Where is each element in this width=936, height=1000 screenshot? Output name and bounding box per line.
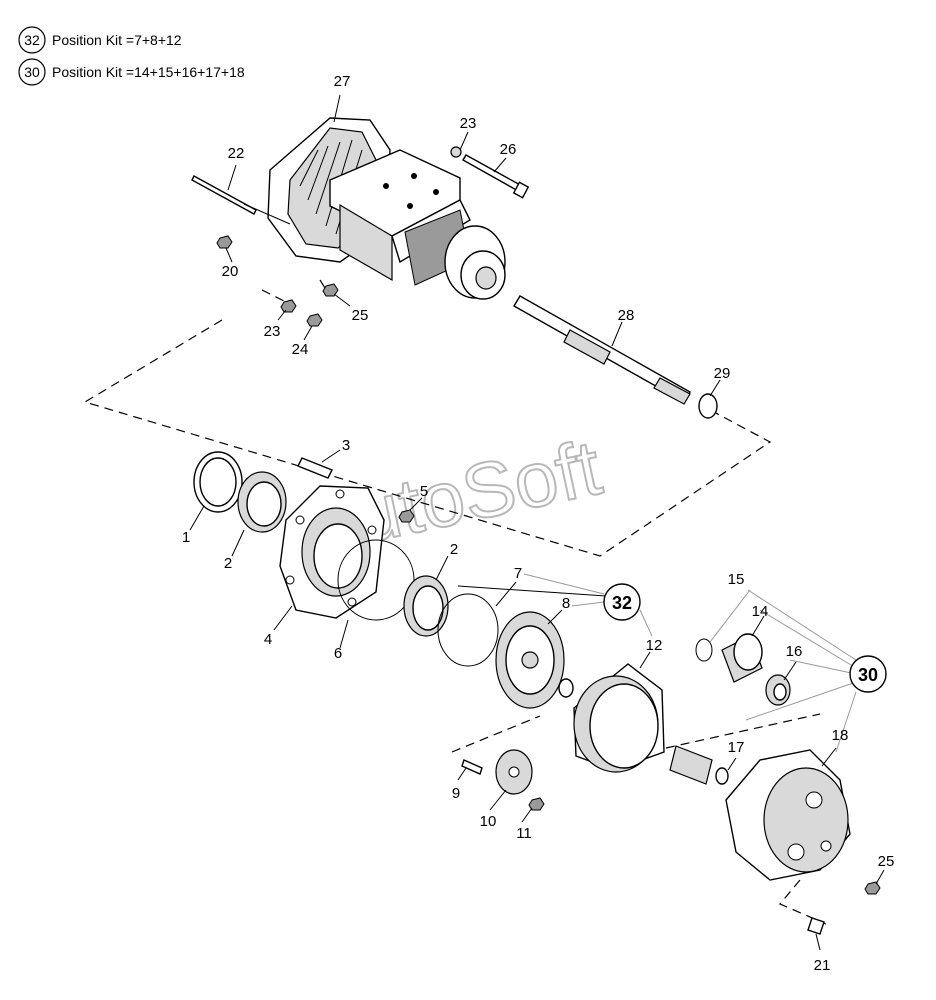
hub-cover-part-18 — [725, 749, 851, 881]
callout-7: 7 — [514, 565, 522, 582]
legend: 32 Position Kit =7+8+12 30 Position Kit … — [18, 26, 245, 86]
callout-12: 12 — [646, 637, 663, 654]
kit-badge-30-label: 30 — [858, 665, 878, 685]
bearing-part-2-right — [403, 575, 449, 637]
nut-part-25-upper — [322, 283, 339, 297]
sun-gear-part-14 — [721, 633, 763, 683]
gear-part-16 — [765, 674, 791, 706]
callout-3: 3 — [342, 437, 350, 454]
legend-badge-32: 32 — [24, 32, 40, 48]
legend-item-kit-30: 30 Position Kit =14+15+16+17+18 — [18, 58, 245, 86]
legend-item-kit-32: 32 Position Kit =7+8+12 — [18, 26, 182, 54]
assembly-dash-bolts — [261, 279, 331, 305]
callout-25-upper: 25 — [352, 307, 369, 324]
washer-part-23-upper — [450, 146, 462, 158]
callout-9: 9 — [452, 785, 460, 802]
stud-part-22 — [191, 175, 291, 225]
lock-plate-part-10 — [495, 749, 533, 795]
callout-10: 10 — [480, 813, 497, 830]
callout-23-lower: 23 — [264, 323, 281, 340]
kit-badge-32-label: 32 — [612, 593, 632, 613]
callout-16: 16 — [786, 643, 803, 660]
callout-20: 20 — [222, 263, 239, 280]
washer-near-part-8 — [558, 678, 574, 698]
callout-numbers: 27 22 23 26 20 23 24 25 28 29 3 5 1 2 4 … — [182, 73, 895, 974]
callout-6: 6 — [334, 645, 342, 662]
bolt-part-9 — [461, 759, 483, 775]
snap-ring-part-29 — [698, 393, 718, 419]
callout-26: 26 — [500, 141, 517, 158]
kit-32-badge — [18, 26, 46, 54]
input-shaft-gear — [669, 745, 713, 785]
callout-2-right: 2 — [450, 541, 458, 558]
wheel-hub-part-4 — [279, 485, 385, 619]
callout-11: 11 — [516, 825, 532, 842]
callout-5: 5 — [420, 483, 428, 500]
washer-part-23-lower — [280, 299, 297, 313]
callout-15: 15 — [728, 571, 745, 588]
leader-lines — [189, 94, 885, 951]
callout-4: 4 — [264, 631, 272, 648]
nut-part-25-lower — [864, 881, 881, 895]
callout-18: 18 — [832, 727, 849, 744]
legend-badge-30: 30 — [24, 64, 40, 80]
callout-17: 17 — [728, 739, 745, 756]
assembly-dash-upper — [83, 319, 772, 557]
callout-1: 1 — [182, 529, 190, 546]
axle-shaft-part-28 — [513, 295, 691, 405]
callout-14: 14 — [752, 603, 769, 620]
bolt-part-26 — [462, 154, 523, 194]
nut-part-11 — [528, 797, 545, 811]
legend-text-32: Position Kit =7+8+12 — [52, 32, 182, 48]
callout-21: 21 — [814, 957, 831, 974]
kit-30-badge — [18, 58, 46, 86]
callout-25-lower: 25 — [878, 853, 895, 870]
snap-ring-part-15 — [695, 638, 713, 662]
planet-carrier-part-8 — [495, 611, 565, 709]
kit-badge-30: 30 — [849, 655, 887, 693]
callout-27: 27 — [334, 73, 351, 90]
callout-2-left: 2 — [224, 555, 232, 572]
axle-housing-part-27 — [267, 117, 506, 300]
bearing-part-2-left — [237, 471, 287, 533]
callout-8: 8 — [562, 595, 570, 612]
seal-part-1 — [193, 451, 243, 513]
snap-ring-part-7 — [437, 593, 499, 667]
callout-24: 24 — [292, 341, 309, 358]
legend-text-30: Position Kit =14+15+16+17+18 — [52, 64, 245, 80]
callout-23-upper: 23 — [460, 115, 477, 132]
callout-28: 28 — [618, 307, 635, 324]
nut-part-20 — [216, 235, 233, 249]
callout-29: 29 — [714, 365, 731, 382]
assembly-dash-bottom — [779, 879, 827, 925]
assembly-dash-planet — [451, 715, 541, 753]
kit-badge-32: 32 — [603, 583, 641, 621]
nut-part-24 — [306, 313, 323, 327]
plug-part-21 — [807, 917, 825, 935]
assembly-dash-hub — [665, 713, 821, 749]
ring-gear-part-12 — [573, 663, 665, 773]
callout-22: 22 — [228, 145, 245, 162]
wheel-stud-part-3 — [297, 457, 333, 479]
washer-part-17 — [715, 767, 729, 785]
